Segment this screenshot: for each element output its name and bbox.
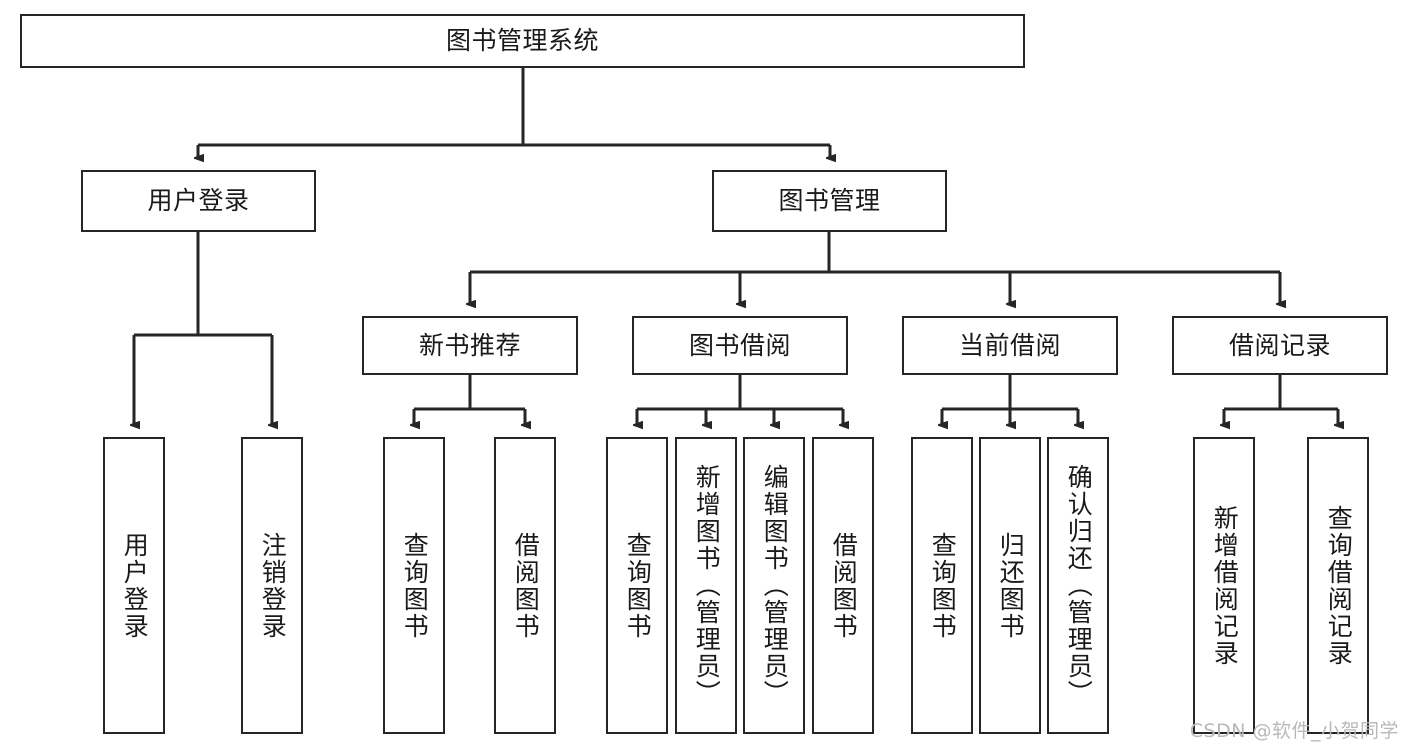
- leaf-recommend-borrow-book[interactable]: 借阅图书: [494, 437, 556, 734]
- node-label: 图书管理系统: [445, 26, 599, 56]
- node-label: 新书推荐: [418, 330, 521, 360]
- leaf-record-query-record[interactable]: 查询借阅记录: [1307, 437, 1369, 734]
- node-label: 图书管理: [778, 186, 881, 216]
- node-label: 图书借阅: [688, 330, 791, 360]
- node-book-borrow[interactable]: 图书借阅: [632, 316, 848, 375]
- node-root-system[interactable]: 图书管理系统: [20, 14, 1025, 68]
- node-label: 确认归还（管理员）: [1064, 464, 1094, 707]
- leaf-borrow-query-book[interactable]: 查询图书: [606, 437, 668, 734]
- node-label: 新增借阅记录: [1210, 504, 1240, 667]
- node-label: 归还图书: [996, 531, 1026, 640]
- node-borrow-record[interactable]: 借阅记录: [1172, 316, 1388, 375]
- node-label: 查询图书: [400, 531, 430, 640]
- node-new-book-recommend[interactable]: 新书推荐: [362, 316, 578, 375]
- node-label: 用户登录: [120, 531, 150, 640]
- node-user-login[interactable]: 用户登录: [81, 170, 316, 232]
- node-current-borrow[interactable]: 当前借阅: [902, 316, 1118, 375]
- leaf-record-add-record[interactable]: 新增借阅记录: [1193, 437, 1255, 734]
- csdn-watermark: CSDN @软件_小贺同学: [1189, 720, 1399, 742]
- leaf-current-query-book[interactable]: 查询图书: [911, 437, 973, 734]
- node-label: 查询图书: [928, 531, 958, 640]
- node-label: 借阅图书: [511, 531, 541, 640]
- leaf-recommend-query-book[interactable]: 查询图书: [383, 437, 445, 734]
- node-label: 新增图书（管理员）: [692, 464, 722, 707]
- node-label: 注销登录: [258, 531, 288, 640]
- leaf-borrow-borrow-book[interactable]: 借阅图书: [812, 437, 874, 734]
- leaf-borrow-edit-book-admin[interactable]: 编辑图书（管理员）: [743, 437, 805, 734]
- leaf-current-confirm-return-admin[interactable]: 确认归还（管理员）: [1047, 437, 1109, 734]
- leaf-user-login-logout[interactable]: 注销登录: [241, 437, 303, 734]
- node-label: 编辑图书（管理员）: [760, 464, 790, 707]
- leaf-borrow-add-book-admin[interactable]: 新增图书（管理员）: [675, 437, 737, 734]
- node-label: 查询图书: [623, 531, 653, 640]
- node-label: 当前借阅: [958, 330, 1061, 360]
- leaf-current-return-book[interactable]: 归还图书: [979, 437, 1041, 734]
- node-book-management[interactable]: 图书管理: [712, 170, 947, 232]
- node-label: 用户登录: [147, 186, 250, 216]
- node-label: 借阅记录: [1228, 330, 1331, 360]
- node-label: 借阅图书: [829, 531, 859, 640]
- node-label: 查询借阅记录: [1324, 504, 1354, 667]
- leaf-user-login-login[interactable]: 用户登录: [103, 437, 165, 734]
